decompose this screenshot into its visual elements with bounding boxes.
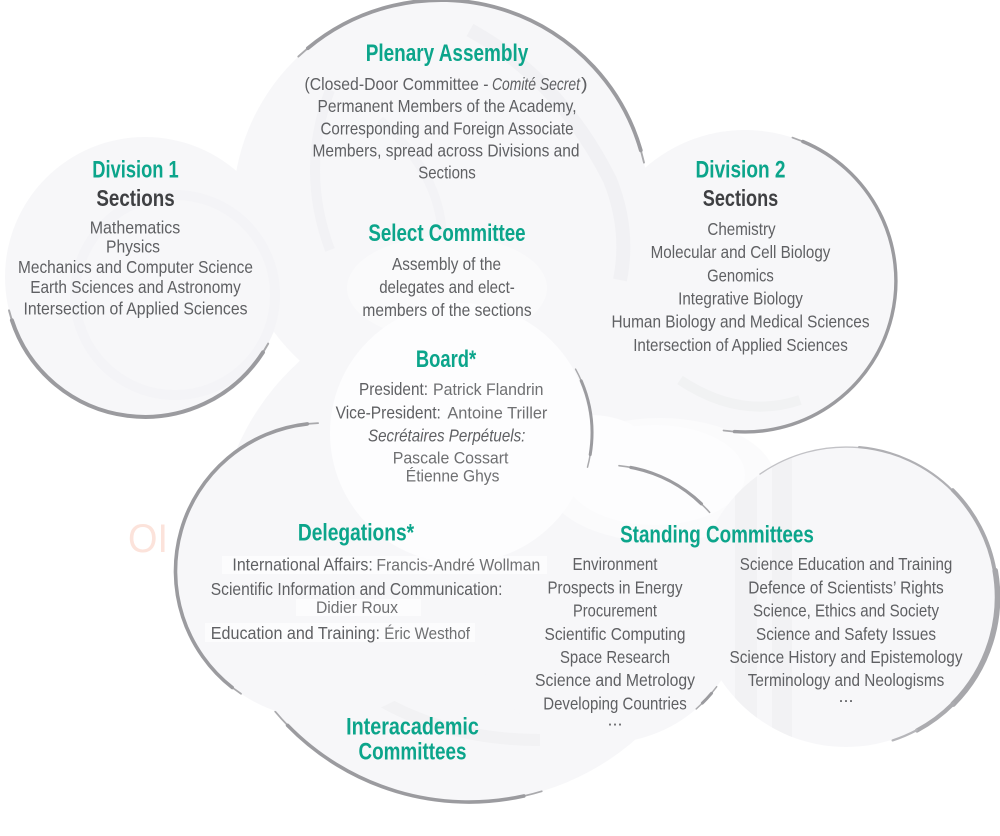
svg-text:Assembly of the: Assembly of the bbox=[392, 254, 501, 274]
svg-text:Sections: Sections bbox=[418, 162, 476, 182]
svg-text:delegates and elect-: delegates and elect- bbox=[379, 277, 515, 297]
svg-text:Francis-André Wollman: Francis-André Wollman bbox=[376, 556, 540, 575]
svg-text:Didier Roux: Didier Roux bbox=[316, 598, 399, 617]
svg-text:Mechanics and Computer Science: Mechanics and Computer Science bbox=[18, 257, 253, 277]
svg-text:Chemistry: Chemistry bbox=[707, 219, 775, 239]
svg-text:President:: President: bbox=[359, 379, 428, 399]
svg-text:(Closed-Door Committee -: (Closed-Door Committee - bbox=[305, 74, 489, 94]
svg-text:Science History and Epistemolo: Science History and Epistemology bbox=[730, 647, 963, 667]
svg-text:Education and Training:: Education and Training: bbox=[211, 623, 380, 643]
svg-text:Division 2: Division 2 bbox=[696, 157, 786, 184]
svg-text:Étienne Ghys: Étienne Ghys bbox=[406, 467, 500, 486]
svg-text:International Affairs:: International Affairs: bbox=[232, 555, 372, 575]
svg-text:Interacademic: Interacademic bbox=[346, 714, 479, 741]
svg-text:Patrick Flandrin: Patrick Flandrin bbox=[433, 380, 544, 399]
svg-text:Plenary Assembly: Plenary Assembly bbox=[366, 40, 529, 67]
svg-text:Environment: Environment bbox=[573, 554, 658, 574]
svg-text:Integrative Biology: Integrative Biology bbox=[678, 289, 803, 309]
svg-text:Developing Countries: Developing Countries bbox=[543, 693, 687, 713]
svg-text:Permanent Members of the Acade: Permanent Members of the Academy, bbox=[318, 96, 577, 116]
svg-text:Standing Committees: Standing Committees bbox=[620, 521, 814, 548]
svg-text:Earth Sciences and Astronomy: Earth Sciences and Astronomy bbox=[30, 277, 241, 297]
svg-text:Genomics: Genomics bbox=[707, 265, 774, 285]
svg-text:Select Committee: Select Committee bbox=[368, 220, 525, 247]
svg-text:Vice-President:: Vice-President: bbox=[336, 403, 441, 423]
svg-text:Prospects in Energy: Prospects in Energy bbox=[548, 577, 683, 597]
svg-text:Terminology and Neologisms: Terminology and Neologisms bbox=[748, 670, 945, 690]
svg-text:): ) bbox=[581, 74, 588, 94]
svg-text:Committees: Committees bbox=[359, 738, 467, 765]
svg-text:Intersection of Applied Scienc: Intersection of Applied Sciences bbox=[23, 299, 247, 319]
svg-text:Physics: Physics bbox=[106, 237, 160, 257]
svg-text:Secrétaires Perpétuels:: Secrétaires Perpétuels: bbox=[368, 425, 526, 445]
svg-text:Scientific Computing: Scientific Computing bbox=[545, 624, 686, 644]
svg-text:Space Research: Space Research bbox=[560, 647, 670, 667]
svg-text:members of the sections: members of the sections bbox=[362, 300, 531, 320]
svg-text:Scientific Information and Com: Scientific Information and Communication… bbox=[211, 579, 503, 599]
svg-text:Sections: Sections bbox=[96, 185, 174, 211]
svg-text:Defence of Scientists’ Rights: Defence of Scientists’ Rights bbox=[748, 577, 944, 597]
svg-text:Molecular and Cell Biology: Molecular and Cell Biology bbox=[651, 242, 831, 262]
svg-text:Human Biology and Medical Scie: Human Biology and Medical Sciences bbox=[611, 312, 869, 332]
svg-text:Members, spread across Divisio: Members, spread across Divisions and bbox=[313, 141, 580, 161]
svg-text:...: ... bbox=[839, 686, 854, 706]
svg-text:Mathematics: Mathematics bbox=[90, 218, 181, 238]
svg-text:Corresponding and Foreign Asso: Corresponding and Foreign Associate bbox=[321, 118, 574, 138]
svg-text:Comité Secret: Comité Secret bbox=[492, 74, 581, 94]
svg-text:Intersection of Applied Scienc: Intersection of Applied Sciences bbox=[633, 335, 848, 355]
svg-text:...: ... bbox=[608, 709, 623, 729]
svg-text:Pascale Cossart: Pascale Cossart bbox=[393, 449, 509, 468]
svg-text:Science Education and Training: Science Education and Training bbox=[740, 554, 953, 574]
svg-text:Science and Safety Issues: Science and Safety Issues bbox=[756, 624, 936, 644]
svg-text:Antoine Triller: Antoine Triller bbox=[447, 404, 547, 423]
svg-text:OI: OI bbox=[128, 517, 168, 561]
svg-text:Board*: Board* bbox=[416, 346, 477, 373]
svg-text:Sections: Sections bbox=[703, 185, 778, 211]
svg-text:Division 1: Division 1 bbox=[92, 157, 178, 184]
svg-text:Éric Westhof: Éric Westhof bbox=[384, 624, 470, 643]
svg-text:Science, Ethics and Society: Science, Ethics and Society bbox=[753, 601, 939, 621]
svg-text:Science and Metrology: Science and Metrology bbox=[535, 670, 695, 690]
svg-text:Procurement: Procurement bbox=[573, 601, 657, 621]
svg-text:Delegations*: Delegations* bbox=[298, 519, 415, 546]
